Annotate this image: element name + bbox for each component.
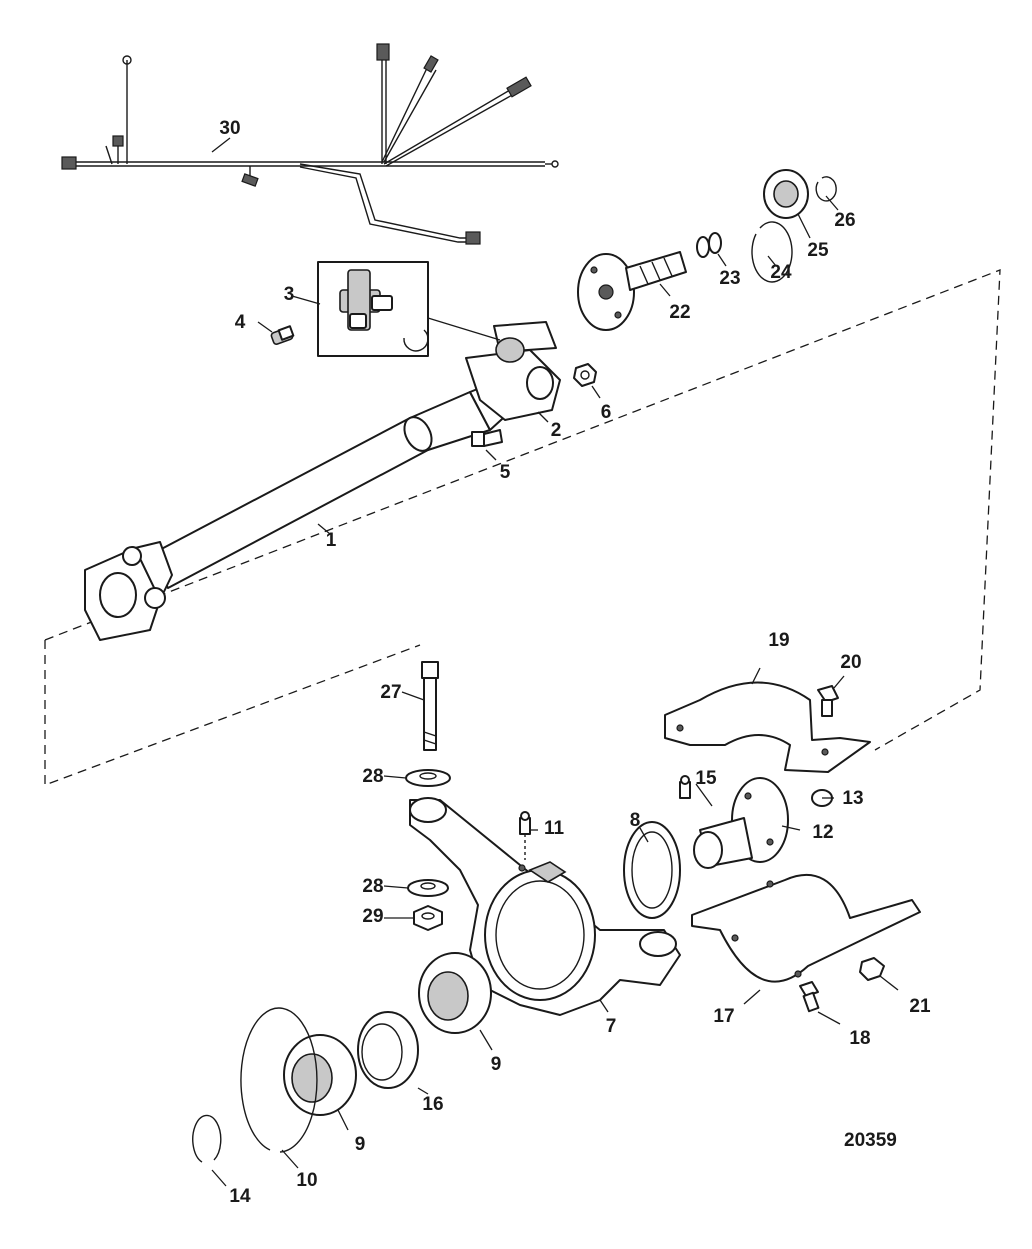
callout-10: 10 [296, 1170, 317, 1191]
cap-screw-upper [817, 685, 839, 717]
figure-number: 20359 [844, 1130, 897, 1151]
drive-shaft [84, 321, 561, 641]
flange-shaft [577, 251, 687, 331]
grease-fitting [270, 325, 295, 346]
callout-18: 18 [849, 1028, 870, 1049]
callout-25: 25 [807, 240, 829, 261]
retaining-ring-lower [240, 1007, 318, 1153]
stub-shaft-flange [693, 777, 789, 869]
callout-6: 6 [601, 402, 612, 423]
callout-2: 2 [551, 420, 562, 441]
callout-9b: 9 [355, 1134, 366, 1155]
upper-strap [664, 681, 871, 773]
callout-29: 29 [362, 906, 383, 927]
callout-5: 5 [500, 462, 511, 483]
leader-lines [211, 137, 899, 1187]
callout-17: 17 [713, 1006, 734, 1027]
callout-27: 27 [380, 682, 401, 703]
nut [573, 363, 597, 387]
bolt [471, 429, 503, 447]
washer-upper [405, 769, 451, 787]
callout-1: 1 [326, 530, 337, 551]
callout-4: 4 [235, 312, 246, 333]
callout-19: 19 [768, 630, 789, 651]
callout-9a: 9 [491, 1054, 502, 1075]
grease-fitting-housing [519, 811, 531, 860]
callout-7: 7 [606, 1016, 617, 1037]
callout-16: 16 [422, 1094, 443, 1115]
lower-strap [691, 874, 921, 983]
callout-23: 23 [719, 268, 740, 289]
callout-30: 30 [219, 118, 240, 139]
callout-labels: 1 2 3 4 5 6 7 8 9 9 10 11 12 13 14 15 16… [219, 118, 931, 1207]
retaining-ring-upper [751, 221, 793, 283]
cap-screw-lower [799, 981, 820, 1013]
grease-fitting-stub [679, 775, 691, 799]
callout-24: 24 [770, 262, 792, 283]
o-rings [696, 232, 722, 258]
callout-11: 11 [544, 818, 565, 839]
u-joint-kit-inset [317, 261, 429, 357]
seal [623, 821, 681, 919]
lock-nut [413, 905, 443, 931]
callout-14: 14 [229, 1186, 251, 1207]
wiring-harness [61, 43, 559, 245]
long-bolt [421, 661, 439, 751]
callout-28a: 28 [362, 766, 383, 787]
callout-8: 8 [630, 810, 641, 831]
bearing-inner [418, 952, 492, 1034]
snap-ring-upper [815, 176, 837, 202]
callout-20: 20 [840, 652, 861, 673]
washer-lower [407, 879, 449, 897]
callout-3: 3 [284, 284, 295, 305]
callout-22: 22 [669, 302, 690, 323]
driveshaft-group-outline [44, 269, 1001, 786]
callout-21: 21 [909, 996, 931, 1017]
callout-15: 15 [695, 768, 717, 789]
callout-13: 13 [842, 788, 863, 809]
bearing-outer [283, 1034, 357, 1116]
spacer-sleeve [357, 1011, 419, 1089]
callout-26: 26 [834, 210, 855, 231]
callout-28b: 28 [362, 876, 383, 897]
snap-ring-lower [192, 1114, 222, 1163]
upper-bearing [763, 169, 809, 219]
callout-12: 12 [812, 822, 833, 843]
